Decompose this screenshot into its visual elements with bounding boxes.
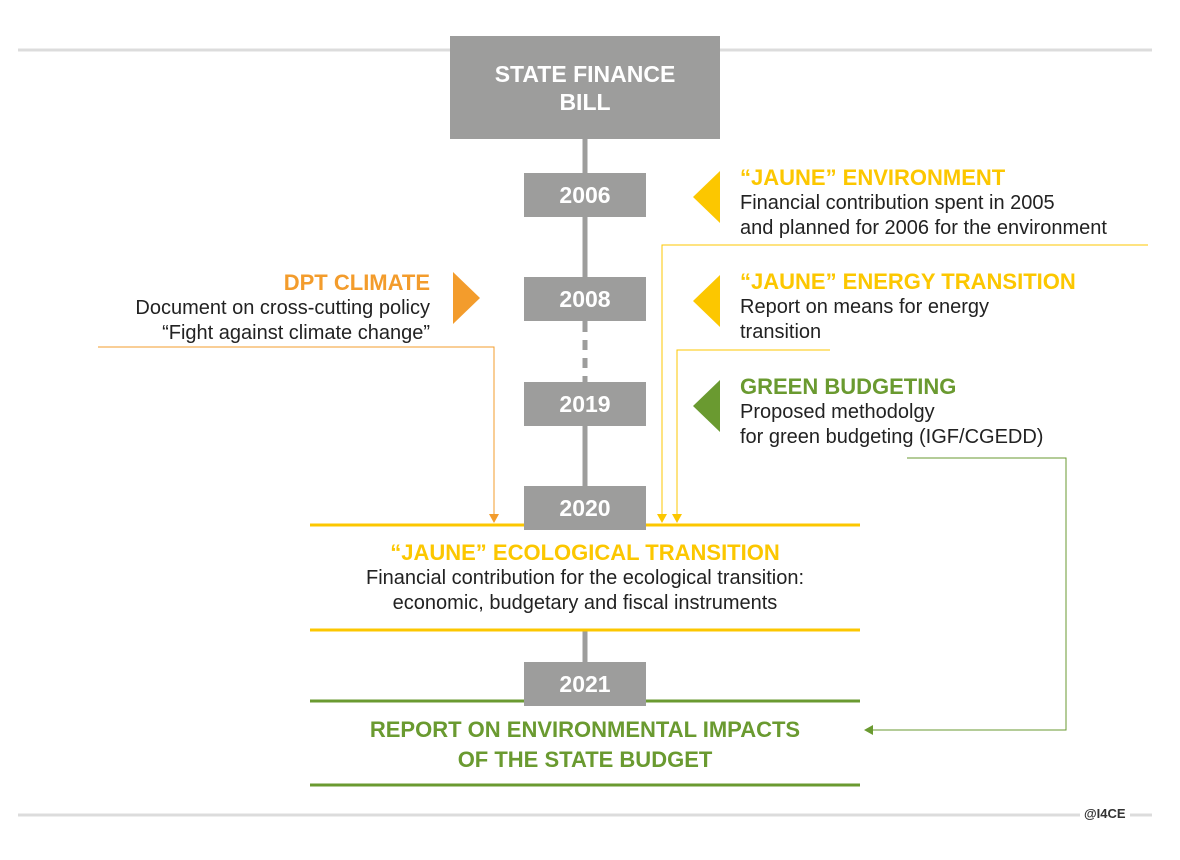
jaune-environment: “JAUNE” ENVIRONMENT Financial contributi… — [740, 165, 1107, 241]
credit-label: @I4CE — [1080, 806, 1130, 821]
environmental-impacts-report: REPORT ON ENVIRONMENTAL IMPACTS OF THE S… — [310, 715, 860, 775]
jaune-energy-transition: “JAUNE” ENERGY TRANSITION Report on mean… — [740, 269, 1076, 345]
jaune-ecological-transition: “JAUNE” ECOLOGICAL TRANSITION Financial … — [310, 540, 860, 616]
item-text: economic, budgetary and fiscal instrumen… — [392, 592, 778, 614]
triangle-pointer-icon — [453, 272, 480, 324]
triangle-pointer-icon — [693, 171, 720, 223]
arrow-head-icon — [672, 514, 682, 523]
year-2008: 2008 — [524, 277, 646, 321]
energy-connector — [676, 349, 830, 515]
item-text: Report on means for energy — [740, 296, 990, 318]
report-title-line: OF THE STATE BUDGET — [457, 747, 713, 772]
item-title: “JAUNE” ENVIRONMENT — [740, 165, 1006, 190]
arrow-head-icon — [864, 725, 873, 735]
title-line: STATE FINANCE — [494, 60, 676, 87]
item-text: and planned for 2006 for the environment — [740, 217, 1107, 239]
report-title-line: REPORT ON ENVIRONMENTAL IMPACTS — [369, 717, 801, 742]
arrow-head-icon — [489, 514, 499, 523]
item-text: Document on cross-cutting policy — [135, 297, 430, 319]
year-2006: 2006 — [524, 173, 646, 217]
year-2020: 2020 — [524, 486, 646, 530]
item-text: “Fight against climate change” — [162, 322, 430, 344]
item-title: “JAUNE” ENERGY TRANSITION — [740, 269, 1076, 294]
year-2019: 2019 — [524, 382, 646, 426]
item-title: “JAUNE” ECOLOGICAL TRANSITION — [390, 540, 780, 565]
dpt-climate: DPT CLIMATE Document on cross-cutting po… — [135, 270, 430, 346]
item-text: transition — [740, 321, 822, 343]
item-text: for green budgeting (IGF/CGEDD) — [740, 426, 1044, 448]
item-text: Proposed methodolgy — [740, 401, 935, 423]
item-title: GREEN BUDGETING — [740, 374, 957, 399]
green-budgeting: GREEN BUDGETING Proposed methodolgy for … — [740, 374, 1043, 450]
triangle-pointer-icon — [693, 275, 720, 327]
year-2021: 2021 — [524, 662, 646, 706]
title-line: BILL — [559, 88, 611, 115]
climate-connector — [98, 346, 495, 515]
arrow-head-icon — [657, 514, 667, 523]
green-budgeting-connector — [872, 457, 1067, 731]
environment-connector — [661, 244, 1148, 515]
triangle-pointer-icon — [693, 380, 720, 432]
item-title: DPT CLIMATE — [283, 270, 430, 295]
item-text: Financial contribution for the ecologica… — [365, 567, 805, 589]
item-text: Financial contribution spent in 2005 — [740, 192, 1055, 214]
